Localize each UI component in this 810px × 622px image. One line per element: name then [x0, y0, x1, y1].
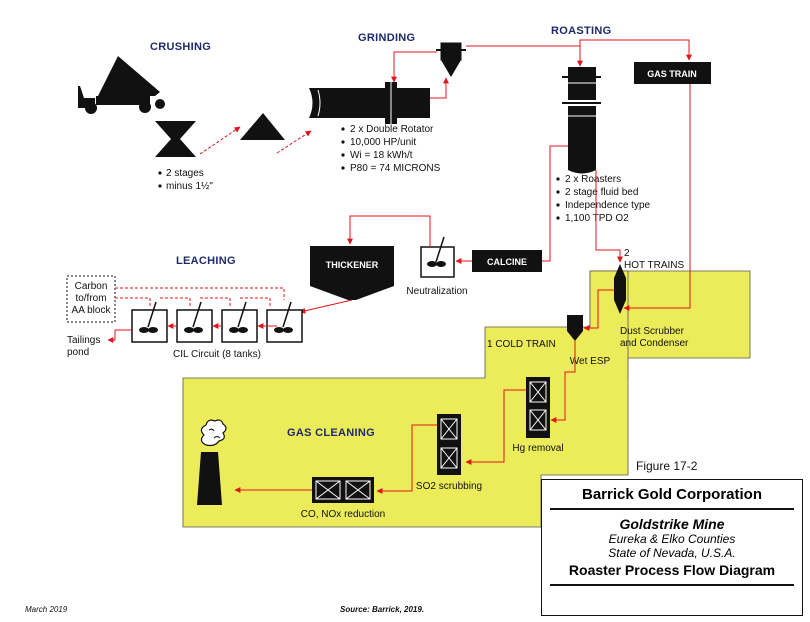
- footer-date: March 2019: [25, 605, 68, 614]
- carbon-label: AA block: [72, 305, 112, 316]
- flow-neutralization-to-thickener: [347, 215, 431, 247]
- haul-truck-icon: [78, 56, 165, 114]
- diagram-title: Roaster Process Flow Diagram: [568, 562, 776, 578]
- neutralization-tank-icon: [420, 236, 455, 278]
- cil-tank: [266, 301, 303, 343]
- carbon-transfer-lines: [115, 287, 285, 306]
- title-divider: [550, 584, 794, 586]
- wet-esp-icon: [567, 315, 583, 341]
- hot-trains-label: 2: [624, 248, 630, 259]
- flow-cyclone-to-mill: [391, 51, 437, 83]
- mine-name: Goldstrike Mine: [619, 516, 725, 532]
- thickener-icon: [310, 246, 394, 300]
- crushing-note: minus 1½": [166, 181, 213, 192]
- dust-scrubber-label: Dust Scrubber: [620, 326, 685, 337]
- grinding-mill-icon: [309, 82, 430, 124]
- roasting-note: 2 stage fluid bed: [565, 187, 638, 198]
- flow-esp-to-hg: [550, 341, 576, 423]
- title-block: Barrick Gold Corporation Goldstrike Mine…: [541, 479, 803, 616]
- gas-train-box: [634, 62, 711, 84]
- gas-cleaning-zone-lower: [182, 270, 629, 528]
- flow-roaster-to-calcine: [530, 145, 568, 262]
- flow-cyclone-to-roaster: [466, 45, 583, 67]
- cil-tank: [176, 301, 213, 343]
- grinding-note: 10,000 HP/unit: [350, 137, 416, 148]
- hg-removal-icon: [526, 377, 550, 438]
- cold-train-label: 1 COLD TRAIN: [487, 339, 556, 350]
- co-nox-reduction-icon: [312, 477, 374, 503]
- neutralization-label: Neutralization: [406, 286, 467, 297]
- carbon-label: Carbon: [75, 281, 108, 292]
- gas-train-label: GAS TRAIN: [647, 69, 697, 79]
- so2-scrubbing-label: SO2 scrubbing: [416, 481, 482, 492]
- flow-hg-to-so2: [465, 389, 526, 465]
- flow-mill-to-cyclone: [430, 77, 449, 99]
- section-grinding: GRINDING: [358, 32, 415, 44]
- flow-cil-to-tailings: [107, 329, 132, 343]
- section-roasting: ROASTING: [551, 25, 611, 37]
- cil-tank: [131, 301, 168, 343]
- dust-scrubber-icon: [614, 264, 626, 314]
- cil-tanks: [131, 301, 303, 343]
- calcine-label: CALCINE: [487, 257, 527, 267]
- roasting-note: 2 x Roasters: [565, 174, 621, 185]
- figure-label: Figure 17-2: [636, 459, 698, 473]
- flow-thickener-to-cil: [299, 299, 353, 314]
- location-line: State of Nevada, U.S.A.: [608, 546, 736, 560]
- grinding-note: 2 x Double Rotator: [350, 124, 434, 135]
- cil-circuit-label: CIL Circuit (8 tanks): [173, 349, 261, 360]
- section-leaching: LEACHING: [176, 255, 236, 267]
- title-divider: [550, 508, 794, 510]
- flow-scrubber-to-esp: [583, 289, 614, 331]
- tailings-label: pond: [67, 347, 89, 358]
- location-line: Eureka & Elko Counties: [608, 532, 736, 546]
- flow-so2-to-co-nox: [376, 424, 437, 494]
- section-crushing: CRUSHING: [150, 41, 211, 53]
- flow-roaster-to-gas-train: [579, 39, 692, 61]
- thickener-label: THICKENER: [326, 260, 379, 270]
- crushing-note: 2 stages: [166, 168, 204, 179]
- co-nox-label: CO, NOx reduction: [301, 509, 385, 520]
- wet-esp-label: Wet ESP: [570, 356, 611, 367]
- grinding-note: P80 = 74 MICRONS: [350, 163, 441, 174]
- flow-hot-trains: [595, 170, 623, 263]
- flow-crusher-to-stockpile: [199, 126, 241, 155]
- calcine-box: [472, 250, 542, 272]
- hg-removal-label: Hg removal: [512, 443, 563, 454]
- footer-source: Source: Barrick, 2019.: [340, 605, 424, 614]
- roasting-notes: 2 x Roasters 2 stage fluid bed Independe…: [556, 174, 651, 224]
- grinding-notes: 2 x Double Rotator 10,000 HP/unit Wi = 1…: [341, 124, 441, 174]
- stack-icon: [197, 419, 227, 505]
- crushing-notes: 2 stages minus 1½": [158, 168, 213, 192]
- cyclone-icon: [436, 42, 466, 77]
- grinding-note: Wi = 18 kWh/t: [350, 150, 413, 161]
- tailings-label: Tailings: [67, 335, 100, 346]
- roaster-icon: [562, 67, 601, 174]
- carbon-aa-block-box: [66, 275, 116, 323]
- roasting-note: Independence type: [565, 200, 651, 211]
- so2-scrubber-icon: [437, 414, 461, 475]
- section-gas-cleaning: GAS CLEANING: [287, 427, 375, 439]
- hot-trains-label: HOT TRAINS: [624, 260, 685, 271]
- flow-stockpile-to-mill: [276, 130, 312, 154]
- crusher-icon: [155, 121, 196, 157]
- roasting-note: 1,100 TPD O2: [565, 213, 629, 224]
- company-name: Barrick Gold Corporation: [581, 486, 763, 503]
- carbon-label: to/from: [75, 293, 106, 304]
- stockpile-icon: [240, 113, 285, 140]
- dust-scrubber-label: and Condenser: [620, 338, 689, 349]
- cil-tank: [221, 301, 258, 343]
- flow-gas-train-to-scrubber: [623, 84, 691, 311]
